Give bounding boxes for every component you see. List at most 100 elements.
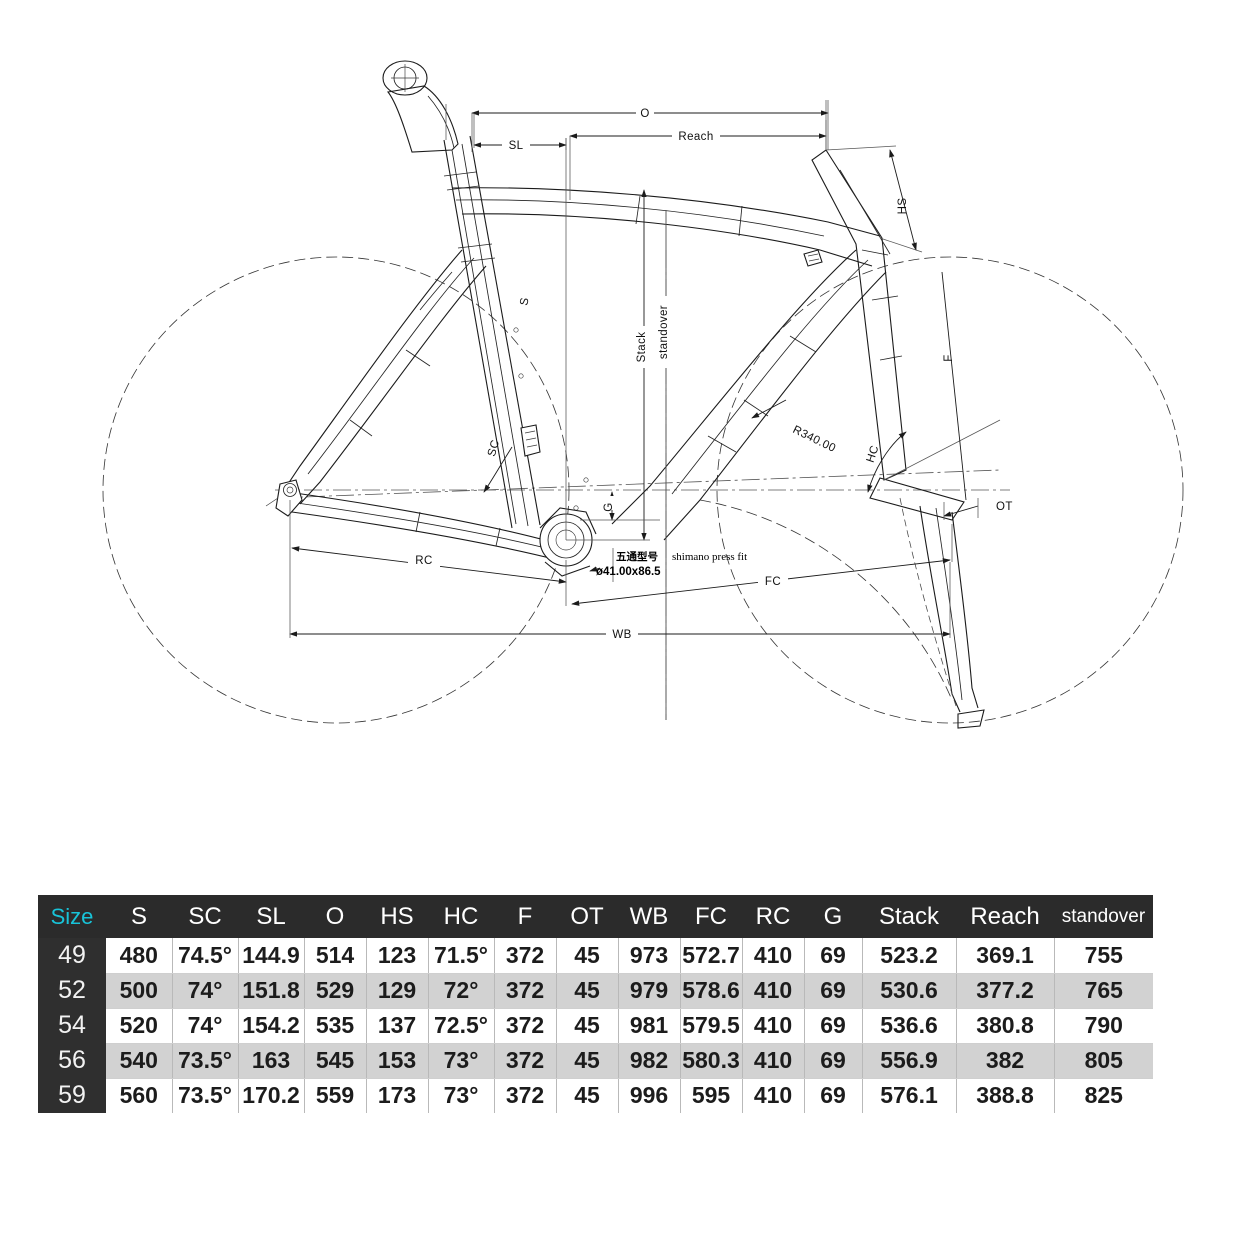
col-header-stack[interactable]: Stack	[862, 895, 956, 938]
cell-hc: 73°	[428, 1078, 495, 1113]
table-row: 52 500 74° 151.8 529 129 72° 372 45 979 …	[38, 973, 1153, 1009]
cell-wb: 973	[618, 938, 681, 974]
cell-sl: 151.8	[238, 973, 305, 1009]
cell-f: 372	[494, 938, 557, 974]
cell-sl: 154.2	[238, 1008, 305, 1044]
dim-sl: SL	[473, 113, 567, 153]
cell-size: 52	[38, 973, 106, 1008]
col-header-sl[interactable]: SL	[238, 895, 304, 938]
table-row: 59 560 73.5° 170.2 559 173 73° 372 45 99…	[38, 1078, 1153, 1113]
cell-rc: 410	[742, 938, 805, 974]
cell-stack: 530.6	[862, 973, 957, 1009]
cell-sl: 144.9	[238, 938, 305, 974]
seatpost-head	[382, 60, 459, 153]
dim-label-f: F	[943, 354, 955, 361]
cell-s: 560	[106, 1078, 173, 1113]
bb-note: 五通型号 shimano press fit ø41.00x86.5	[589, 548, 747, 582]
cell-stack: 523.2	[862, 938, 957, 974]
cell-wb: 996	[618, 1078, 681, 1113]
dim-stack: Stack	[566, 189, 653, 541]
cell-sc: 74°	[172, 973, 239, 1009]
cell-standover: 825	[1054, 1078, 1153, 1113]
col-header-wb[interactable]: WB	[618, 895, 680, 938]
cell-fc: 578.6	[680, 973, 743, 1009]
cell-standover: 805	[1054, 1043, 1153, 1079]
fork	[899, 497, 985, 729]
cell-ot: 45	[556, 973, 619, 1009]
cell-rc: 410	[742, 1008, 805, 1044]
col-header-size[interactable]: Size	[38, 895, 106, 938]
dim-hs: HS	[825, 145, 923, 253]
cell-g: 69	[804, 938, 863, 974]
cell-sc: 74.5°	[172, 938, 239, 974]
cell-o: 514	[304, 938, 367, 974]
dim-f: F	[941, 271, 967, 501]
dim-s: S	[518, 296, 531, 306]
cell-hc: 71.5°	[428, 938, 495, 974]
cell-fc: 595	[680, 1078, 743, 1113]
cell-f: 372	[494, 1008, 557, 1044]
dim-label-fc: FC	[765, 576, 781, 588]
col-header-s[interactable]: S	[106, 895, 172, 938]
dim-label-hs: HS	[897, 198, 909, 215]
dim-fc: FC	[565, 524, 953, 606]
col-header-sc[interactable]: SC	[172, 895, 238, 938]
cell-ot: 45	[556, 1008, 619, 1044]
dim-hc: HC	[865, 431, 907, 493]
cell-hs: 137	[366, 1008, 429, 1044]
cell-sc: 73.5°	[172, 1043, 239, 1079]
dim-label-g: G	[603, 502, 615, 511]
col-header-standover[interactable]: standover	[1054, 895, 1153, 938]
cell-stack: 576.1	[862, 1078, 957, 1113]
cell-rc: 410	[742, 1043, 805, 1079]
dim-reach: Reach	[569, 120, 827, 200]
dim-ot: OT	[943, 498, 1012, 520]
col-header-f[interactable]: F	[494, 895, 556, 938]
cell-o: 545	[304, 1043, 367, 1079]
geometry-table: Size S SC SL O HS HC F OT WB FC RC G Sta…	[38, 895, 1153, 1113]
dim-label-sc: SC	[486, 438, 502, 457]
cell-s: 480	[106, 938, 173, 974]
cell-wb: 981	[618, 1008, 681, 1044]
col-header-hs[interactable]: HS	[366, 895, 428, 938]
dim-label-wb: WB	[612, 629, 631, 641]
cell-o: 559	[304, 1078, 367, 1113]
cell-o: 535	[304, 1008, 367, 1044]
dim-label-stack: Stack	[636, 332, 648, 363]
dim-label-hc: HC	[865, 444, 882, 464]
cell-f: 372	[494, 1043, 557, 1079]
cell-stack: 536.6	[862, 1008, 957, 1044]
col-header-ot[interactable]: OT	[556, 895, 618, 938]
bottom-bracket	[539, 507, 597, 577]
col-header-rc[interactable]: RC	[742, 895, 804, 938]
dim-label-sl: SL	[509, 140, 524, 152]
cell-reach: 380.8	[956, 1008, 1055, 1044]
cell-rc: 410	[742, 1078, 805, 1113]
rear-dropout	[265, 479, 303, 517]
col-header-o[interactable]: O	[304, 895, 366, 938]
dim-label-reach: Reach	[678, 131, 713, 143]
bb-diameter-label: ø41.00x86.5	[596, 566, 661, 578]
cell-standover: 790	[1054, 1008, 1153, 1044]
col-header-reach[interactable]: Reach	[956, 895, 1054, 938]
cell-size: 56	[38, 1043, 106, 1078]
cell-g: 69	[804, 1043, 863, 1079]
cable-stop-detail	[803, 249, 823, 267]
dim-label-o: O	[640, 108, 649, 120]
col-header-fc[interactable]: FC	[680, 895, 742, 938]
cell-size: 49	[38, 938, 106, 973]
cell-hc: 73°	[428, 1043, 495, 1079]
bb-note-cn-label: 五通型号	[616, 550, 658, 563]
down-tube	[611, 249, 887, 541]
wheel-front-dashed	[716, 256, 1184, 724]
dim-rc: RC	[289, 500, 567, 584]
col-header-hc[interactable]: HC	[428, 895, 494, 938]
dim-o: O	[471, 100, 829, 152]
head-tube	[811, 149, 965, 521]
cell-sc: 74°	[172, 1008, 239, 1044]
construction-lines	[445, 100, 1001, 720]
cell-hs: 123	[366, 938, 429, 974]
cell-rc: 410	[742, 973, 805, 1009]
col-header-g[interactable]: G	[804, 895, 862, 938]
cell-wb: 979	[618, 973, 681, 1009]
